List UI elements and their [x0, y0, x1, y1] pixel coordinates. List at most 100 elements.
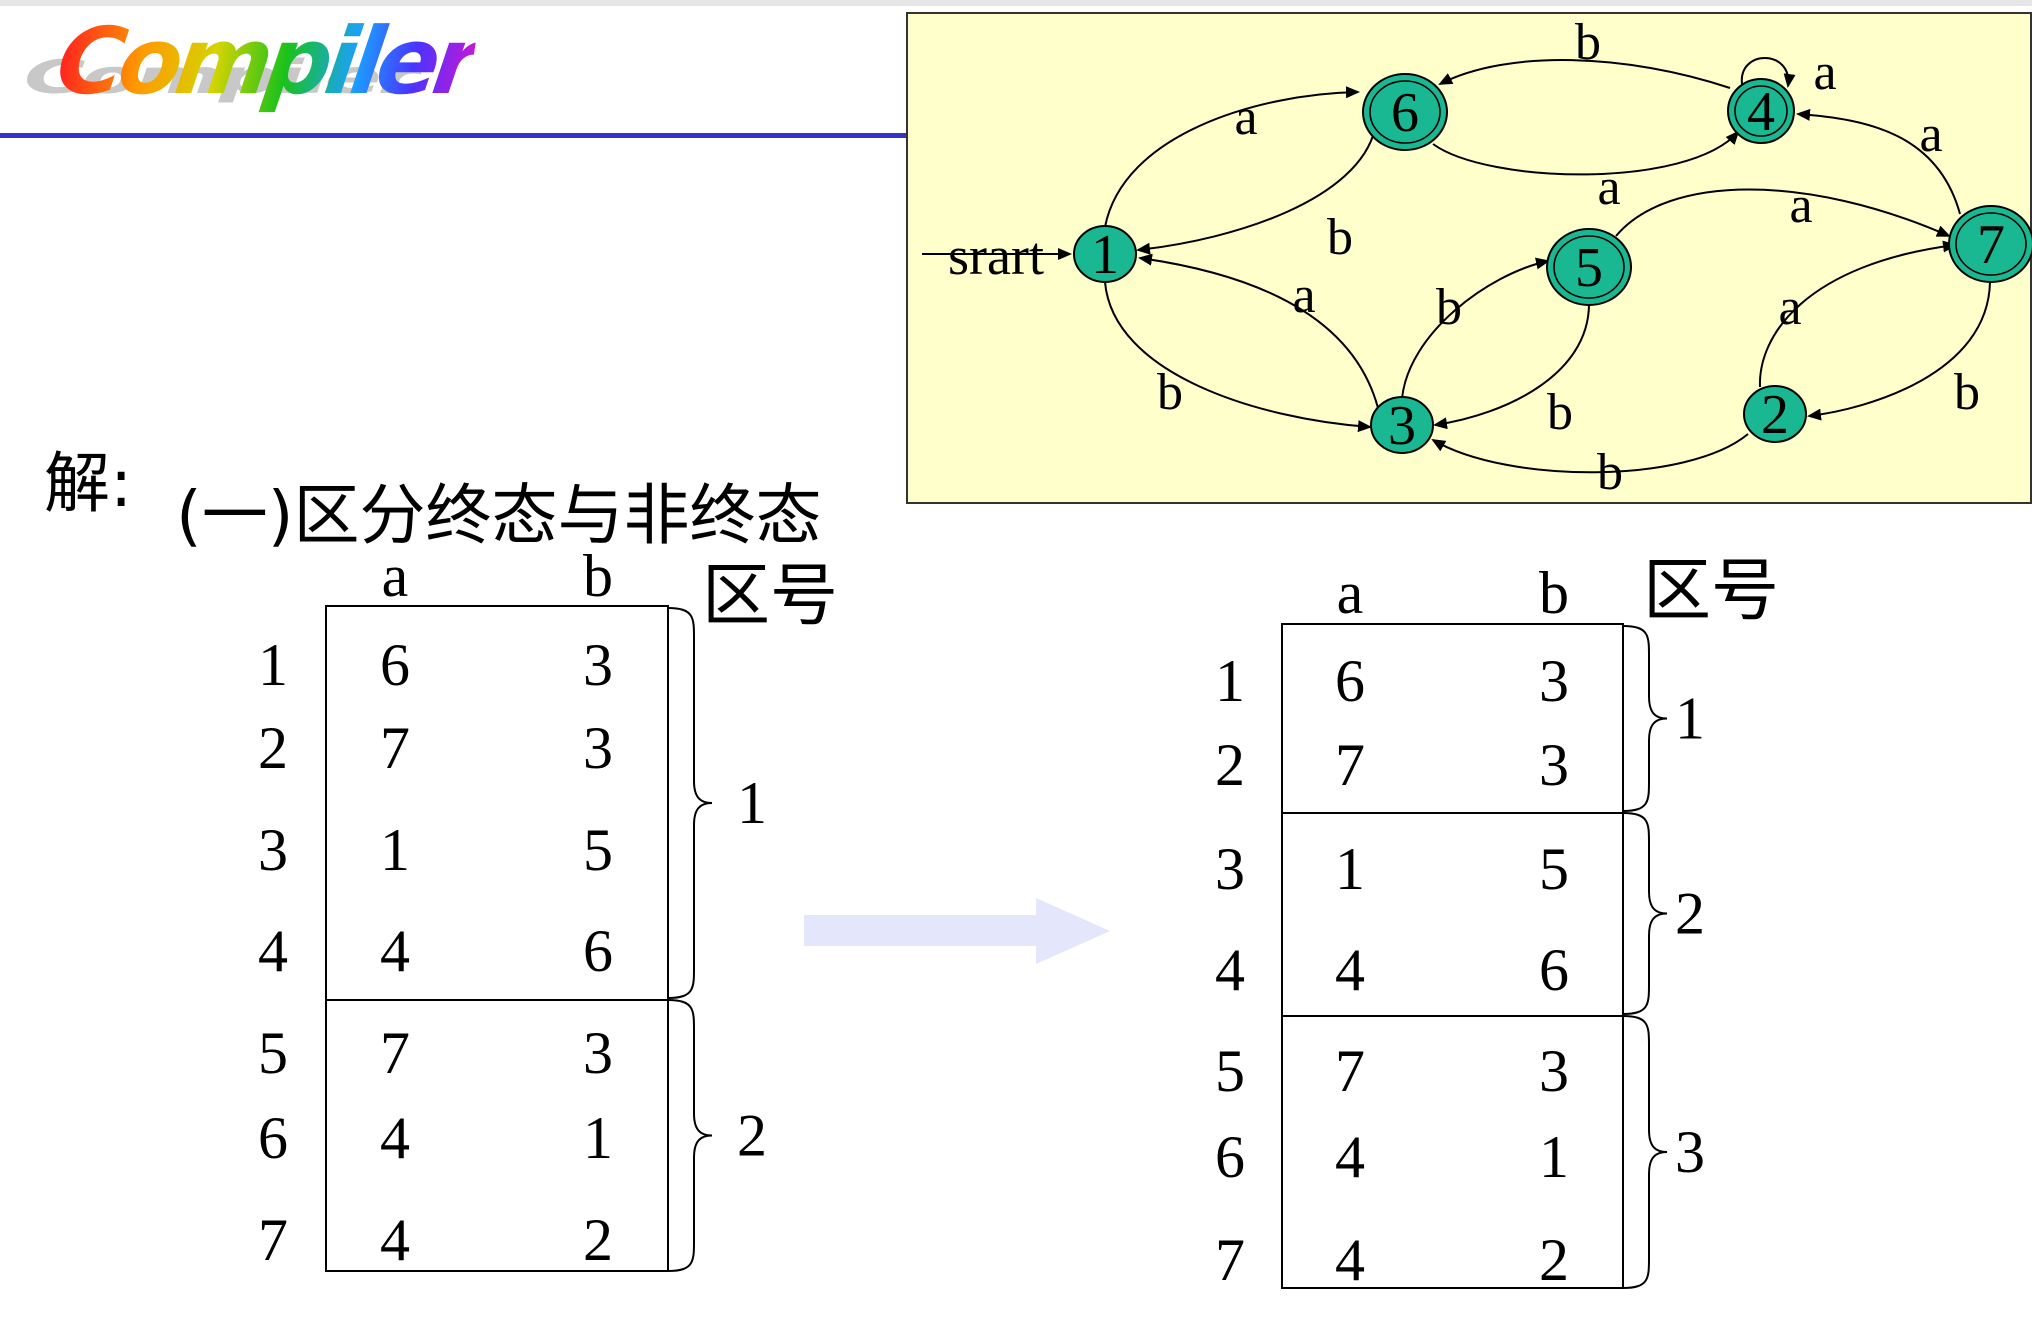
- step-title: (一)区分终态与非终态: [176, 477, 822, 554]
- transition-label: a: [1813, 44, 1836, 101]
- table1-cell-a: 4: [380, 1105, 410, 1171]
- solution-label: 解:: [44, 445, 133, 522]
- transition-label: a: [1789, 177, 1812, 234]
- table2-cell-a: 1: [1335, 836, 1365, 902]
- table1-frame: [325, 605, 669, 1272]
- table1-region-number: 1: [737, 770, 767, 836]
- state-1: 1: [1073, 224, 1137, 286]
- state-label: 6: [1391, 82, 1419, 144]
- table1-cell-a: 7: [380, 715, 410, 781]
- table1-cell-b: 3: [583, 715, 613, 781]
- table2-cell-b: 3: [1539, 732, 1569, 798]
- table1-row-state: 3: [258, 817, 288, 883]
- table2-row-state: 5: [1215, 1038, 1245, 1104]
- table2-cell-b: 5: [1539, 836, 1569, 902]
- table1-cell-b: 1: [583, 1105, 613, 1171]
- logo-shadow: Compiler: [24, 50, 419, 104]
- state-label: 2: [1761, 384, 1789, 446]
- table1-group-brace: [667, 607, 713, 999]
- table1-row-state: 1: [258, 632, 288, 698]
- transition-4-4: [1740, 57, 1796, 88]
- table1-cell-a: 4: [380, 918, 410, 984]
- table2-cell-b: 6: [1539, 937, 1569, 1003]
- table1-cell-b: 5: [583, 817, 613, 883]
- table2-header-b: b: [1539, 560, 1569, 626]
- table2-row-state: 3: [1215, 836, 1245, 902]
- table2-cell-a: 4: [1335, 937, 1365, 1003]
- table1-cell-a: 4: [380, 1207, 410, 1273]
- table2-region-number: 1: [1675, 686, 1705, 752]
- table1-cell-b: 3: [583, 632, 613, 698]
- header-rule: [0, 133, 910, 138]
- state-3: 3: [1370, 395, 1434, 457]
- table2-group-brace: [1622, 625, 1668, 812]
- table2-header-a: a: [1337, 560, 1364, 626]
- table1-header-a: a: [382, 543, 409, 609]
- table2-cell-a: 4: [1335, 1227, 1365, 1293]
- state-2: 2: [1743, 384, 1807, 446]
- transition-5-7: [1615, 188, 1951, 237]
- transition-label: b: [1597, 444, 1623, 501]
- state-5: 5: [1546, 228, 1632, 306]
- table1-cell-b: 6: [583, 918, 613, 984]
- table2-region-number: 3: [1675, 1119, 1705, 1185]
- transition-label: a: [1597, 159, 1620, 216]
- transition-6-4: [1432, 130, 1740, 176]
- table2-cell-b: 2: [1539, 1227, 1569, 1293]
- state-label: 7: [1977, 214, 2005, 276]
- table1-group-brace: [667, 999, 713, 1272]
- start-label: srart: [948, 226, 1044, 286]
- table2-region-header: 区号: [1643, 552, 1780, 631]
- transition-6-1: [1136, 128, 1376, 255]
- table1-row-state: 2: [258, 715, 288, 781]
- state-7: 7: [1948, 205, 2032, 283]
- table2-row-state: 6: [1215, 1124, 1245, 1190]
- table2-region-number: 2: [1675, 881, 1705, 947]
- state-label: 1: [1091, 224, 1119, 286]
- transition-label: b: [1954, 364, 1980, 421]
- table1-row-state: 4: [258, 918, 288, 984]
- table2-row-state: 4: [1215, 937, 1245, 1003]
- table1-row-state: 5: [258, 1020, 288, 1086]
- table2-cell-b: 3: [1539, 1038, 1569, 1104]
- transition-7-2: [1807, 281, 1991, 421]
- state-4: 4: [1727, 78, 1795, 144]
- transition-label: b: [1157, 364, 1183, 421]
- transition-label: a: [1292, 267, 1315, 324]
- table2-frame: [1281, 623, 1624, 1289]
- state-label: 3: [1388, 395, 1416, 457]
- table1-cell-a: 7: [380, 1020, 410, 1086]
- transition-3-5: [1401, 257, 1550, 400]
- table2-cell-b: 1: [1539, 1124, 1569, 1190]
- transition-1-3: [1104, 281, 1372, 433]
- table2-row-state: 1: [1215, 648, 1245, 714]
- table2-row-state: 7: [1215, 1227, 1245, 1293]
- table2-cell-a: 7: [1335, 1038, 1365, 1104]
- transition-2-7: [1758, 240, 1957, 388]
- state-label: 5: [1575, 237, 1603, 299]
- compiler-logo: Compiler Compiler: [18, 8, 481, 148]
- table1-row-state: 6: [258, 1105, 288, 1171]
- table2-cell-a: 7: [1335, 732, 1365, 798]
- transition-7-4: [1796, 108, 1961, 215]
- table1-row-state: 7: [258, 1207, 288, 1273]
- transition-5-3: [1433, 304, 1590, 430]
- transition-label: a: [1778, 279, 1801, 336]
- transition-label: b: [1547, 384, 1573, 441]
- state-6: 6: [1362, 73, 1448, 151]
- transition-1-6: [1104, 86, 1360, 228]
- transition-label: b: [1436, 279, 1462, 336]
- transition-4-6: [1438, 59, 1731, 89]
- table2-row-state: 2: [1215, 732, 1245, 798]
- table1-region-number: 2: [737, 1103, 767, 1169]
- table2-group-brace: [1622, 812, 1668, 1015]
- transition-label: a: [1234, 89, 1257, 146]
- table2-cell-a: 4: [1335, 1124, 1365, 1190]
- transition-label: a: [1919, 106, 1942, 163]
- state-label: 4: [1747, 81, 1775, 143]
- table1-cell-a: 1: [380, 817, 410, 883]
